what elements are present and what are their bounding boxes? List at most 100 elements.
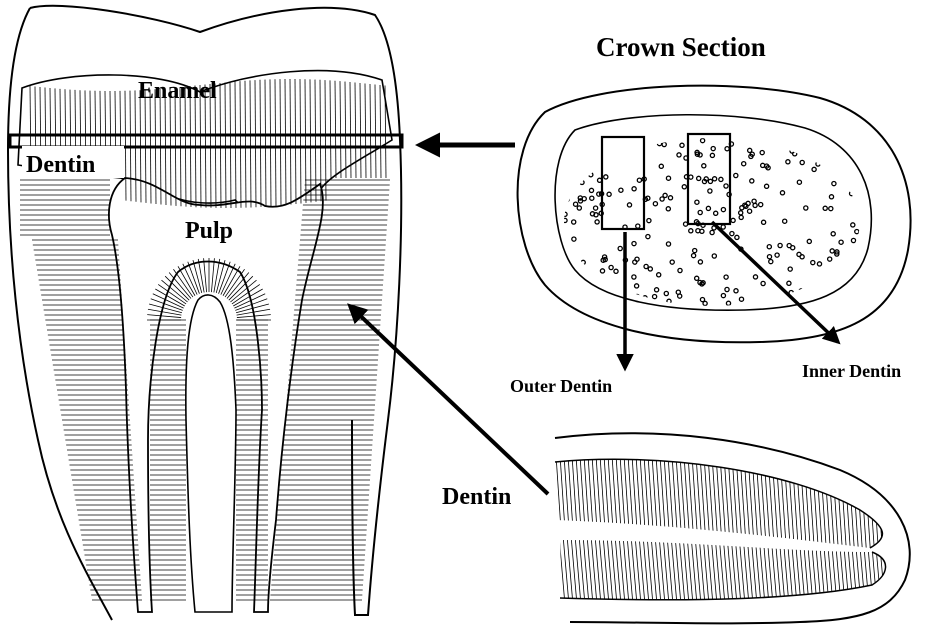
tubule-dot [666,176,670,180]
tubule-dot [572,237,576,241]
outer-dentin-sample-box [602,137,644,229]
tubule-dot [725,147,729,151]
tubule-dot [769,260,773,264]
hatch-line [891,440,899,560]
tubule-dot [746,201,750,205]
hatch-line [787,440,795,560]
hatch-line [815,535,821,605]
tubule-dot [702,164,706,168]
tubule-dot [829,195,833,199]
tubule-dot [614,301,618,305]
hatch-line [715,440,723,560]
tubule-dot [663,193,667,197]
tubule-dot [787,244,791,248]
tubule-dot [731,218,735,222]
tubule-dot [735,235,739,239]
tubule-dot [734,289,738,293]
dentin-root-label: Dentin [442,484,511,510]
tubule-dot [767,255,771,259]
hatch-line [739,440,747,560]
tubule-dot [710,153,714,157]
tubule-dot [666,242,670,246]
hatch-line [843,535,849,605]
tubule-dot [787,281,791,285]
hatch-line [867,440,875,560]
tubule-dot [676,290,680,294]
tubule-dot [587,141,591,145]
hatch-line [345,82,346,178]
tubule-dot [828,257,832,261]
hatch-line [245,81,246,208]
tubule-dot [851,238,855,242]
tubule-dot [830,249,834,253]
tubule-dot [614,269,618,273]
hatch-line [567,440,575,560]
tubule-dot [817,262,821,266]
tubule-dot [748,148,752,152]
hatch-line [823,535,829,605]
hatch-line [835,535,841,605]
tubule-dot [678,268,682,272]
tubule-dot [635,294,639,298]
hatch-line [663,440,671,560]
hatch-line [743,440,751,560]
hatch-line [767,440,775,560]
tubule-dot [726,301,730,305]
tubule-dot [667,299,671,303]
tubule-dot [587,162,591,166]
tubule-dot [725,287,729,291]
hatch-line [707,440,715,560]
tubule-dot [574,202,578,206]
hatch-line [755,440,763,560]
hatch-line [310,79,311,202]
tubule-dot [739,297,743,301]
hatch-line [719,440,727,560]
tubule-dot [811,261,815,265]
tubule-dot [632,242,636,246]
hatch-line [325,80,326,201]
tubule-dot [589,188,593,192]
hatch-line [771,440,779,560]
section-cut-line [10,135,402,147]
hatch-line [851,440,859,560]
hatch-line [695,440,703,560]
tubule-dot [753,275,757,279]
tubule-dot [788,267,792,271]
hatch-line [619,440,627,560]
hatch-line [779,440,787,560]
tubule-dot [644,264,648,268]
tubule-dot [742,162,746,166]
hatch-line [747,440,755,560]
hatch-line [819,535,825,605]
hatch-line [883,535,889,605]
tubule-dot [748,209,752,213]
inner-dentin-label: Inner Dentin [802,361,901,381]
tubule-dot [775,253,779,257]
tubule-dot [815,302,819,306]
tubule-dot [635,257,639,261]
hatch-line [887,440,895,560]
tubule-dot [597,192,601,196]
tubule-dot [680,143,684,147]
hatch-line [290,79,291,205]
tubule-dot [761,281,765,285]
tubule-dot [616,146,620,150]
tubule-dot [797,180,801,184]
dentin-detail-diagram [555,433,910,623]
hatch-line [723,440,731,560]
tubule-dot [752,199,756,203]
tubule-dot [657,142,661,146]
hatch-line [591,440,599,560]
tubule-dot [816,162,820,166]
tubule-dot [670,260,674,264]
tubule-dot [739,211,743,215]
hatch-line [615,440,623,560]
tubule-dot [668,196,672,200]
hatch-line [265,80,266,207]
hatch-line [875,535,881,605]
tubule-dot [739,215,743,219]
tubule-dot [578,196,582,200]
tubule-dot [701,139,705,143]
tubule-dot [786,160,790,164]
